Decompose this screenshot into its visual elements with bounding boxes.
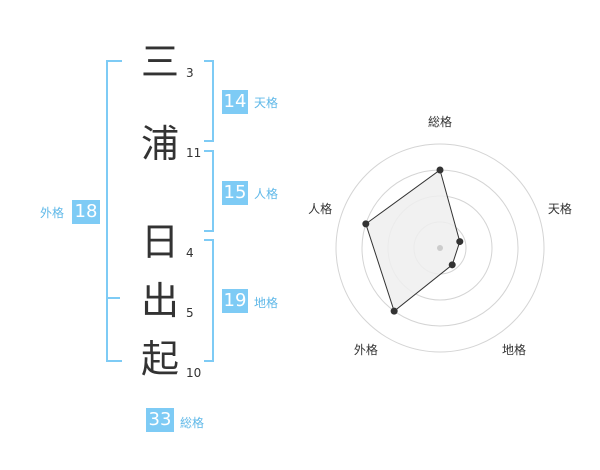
- jinkaku-label: 人格: [254, 187, 279, 201]
- radar-axis-label-1: 総格: [428, 114, 452, 129]
- radar-axis-label-5: 人格: [308, 201, 332, 216]
- name-char-5: 起: [140, 337, 179, 381]
- radar-axis-label-3: 地格: [502, 342, 526, 357]
- gaikaku-value: 18: [72, 200, 100, 224]
- radar-axis-label-4: 外格: [354, 342, 378, 357]
- soukaku-value: 33: [146, 408, 174, 432]
- stroke-count-2: 11: [186, 146, 202, 160]
- radar-axis-label-2: 天格: [548, 201, 572, 216]
- radar-point-3: [448, 261, 456, 269]
- stroke-count-4: 5: [186, 306, 194, 320]
- soukaku-label: 総格: [180, 416, 205, 430]
- radar-center-dot: [437, 245, 443, 251]
- name-char-2: 浦: [140, 122, 179, 166]
- chikaku-value: 19: [222, 289, 248, 313]
- radar-data-area: [365, 169, 461, 312]
- radar-point-5: [362, 220, 370, 228]
- stroke-count-3: 4: [186, 246, 194, 260]
- radar-point-1: [436, 166, 444, 174]
- gaikaku-label: 外格: [40, 206, 65, 220]
- chikaku-bracket: [204, 239, 214, 362]
- radar-point-4: [390, 307, 398, 315]
- tenkaku-label: 天格: [254, 96, 279, 110]
- name-char-3: 日: [140, 220, 179, 264]
- gaikaku-bracket-tick: [106, 297, 120, 299]
- stroke-count-1: 3: [186, 66, 194, 80]
- gaikaku-bracket: [106, 60, 122, 362]
- radar-ring-4: [335, 143, 545, 353]
- jinkaku-value: 15: [222, 181, 248, 205]
- name-char-4: 出: [140, 279, 179, 323]
- jinkaku-bracket: [204, 150, 214, 232]
- stroke-count-5: 10: [186, 366, 202, 380]
- name-char-1: 三: [140, 40, 179, 84]
- tenkaku-value: 14: [222, 90, 248, 114]
- tenkaku-bracket: [204, 60, 214, 142]
- chikaku-label: 地格: [254, 296, 279, 310]
- radar-point-2: [456, 238, 464, 246]
